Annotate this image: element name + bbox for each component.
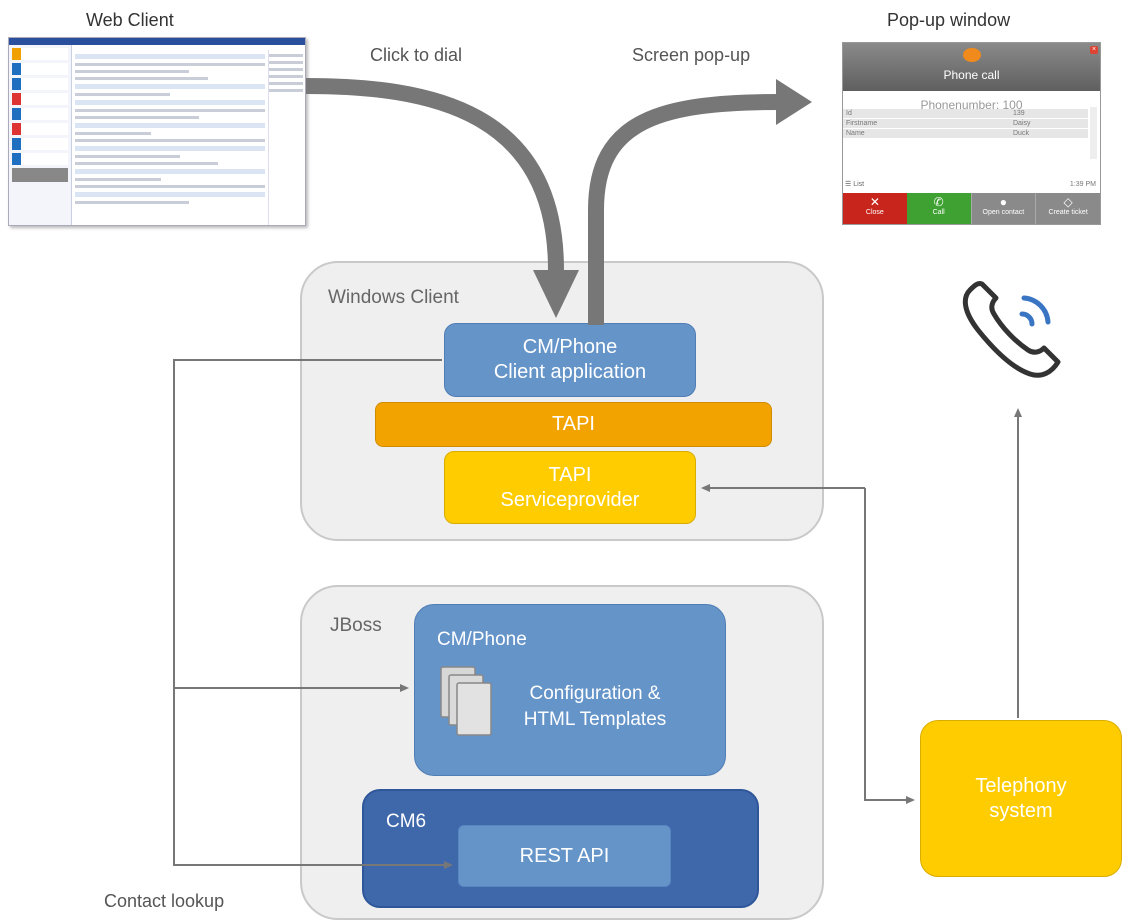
tapi-box: TAPI — [375, 402, 772, 447]
popup-window-label: Pop-up window — [887, 10, 1011, 30]
tapi-sp-line2: Serviceprovider — [500, 488, 640, 511]
tapi-serviceprovider-box: TAPI Serviceprovider — [444, 451, 696, 524]
click-to-dial-arrowhead — [533, 270, 579, 318]
web-client-label: Web Client — [86, 10, 174, 30]
screen-popup-arrow — [588, 94, 781, 325]
screen-popup-arrowhead — [776, 79, 812, 125]
click-to-dial-arrow — [305, 78, 564, 271]
jboss-title: JBoss — [330, 615, 382, 636]
popup-title: Phone call — [943, 68, 1000, 82]
cm-phone-jboss-box: CM/Phone Configuration & HTML Templates — [414, 604, 726, 776]
config-templates-label: Configuration & HTML Templates — [523, 683, 667, 730]
contact-lookup-label: Contact lookup — [104, 891, 225, 911]
cm6-title: CM6 — [386, 811, 427, 832]
telephony-line1: Telephony — [975, 774, 1067, 797]
web-client-main — [75, 50, 265, 225]
popup-list-link[interactable]: ☰ List — [845, 181, 865, 188]
telephony-system-box: Telephony system — [920, 720, 1122, 877]
tapi-label: TAPI — [552, 413, 595, 435]
cm-phone-jboss-title: CM/Phone — [437, 629, 527, 650]
click-to-dial-label: Click to dial — [370, 45, 463, 65]
popup-phone-number: Phonenumber: 100 — [920, 98, 1023, 112]
popup-scrollbar[interactable] — [1090, 107, 1097, 159]
telephony-line2: system — [989, 799, 1053, 822]
ticket-icon: ◇ — [1063, 195, 1073, 209]
contact-lookup-line — [173, 359, 453, 869]
popup-close-button[interactable]: ✕Close — [843, 193, 907, 224]
documents-icon — [440, 666, 492, 736]
tapi-sp-line1: TAPI — [548, 463, 592, 486]
cm-phone-client-application: CM/Phone Client application — [444, 323, 696, 397]
client-app-line2: Client application — [493, 361, 647, 383]
web-client-sidebar — [9, 45, 72, 225]
popup-call-button[interactable]: ✆Call — [906, 193, 971, 224]
screen-popup-label: Screen pop-up — [632, 45, 751, 65]
person-icon: ● — [999, 195, 1007, 209]
web-client-screenshot — [8, 37, 306, 226]
popup-button-bar: ✕Close ✆Call ●Open contact ◇Create ticke… — [843, 193, 1100, 224]
x-icon: ✕ — [869, 195, 880, 209]
signal-wave-small — [1019, 311, 1035, 327]
windows-client-title: Windows Client — [328, 287, 459, 308]
signal-wave-large — [1021, 295, 1051, 325]
list-icon: ☰ — [845, 181, 852, 188]
phone-icon: ✆ — [933, 195, 944, 209]
popup-open-contact-button[interactable]: ●Open contact — [970, 193, 1036, 224]
phone-handset-icon — [962, 281, 1061, 378]
phone-logo-icon — [963, 48, 981, 62]
telephony-to-tapi-arrow — [864, 488, 915, 804]
close-icon[interactable]: × — [1090, 46, 1098, 54]
popup-time: 1:39 PM — [1069, 181, 1096, 188]
popup-create-ticket-button[interactable]: ◇Create ticket — [1035, 193, 1100, 224]
web-client-right-panel — [268, 50, 303, 225]
rest-api-box: REST API — [458, 825, 671, 887]
client-app-line1: CM/Phone — [522, 336, 618, 358]
rest-api-label: REST API — [519, 844, 610, 867]
popup-header: Phone call × — [843, 43, 1100, 91]
